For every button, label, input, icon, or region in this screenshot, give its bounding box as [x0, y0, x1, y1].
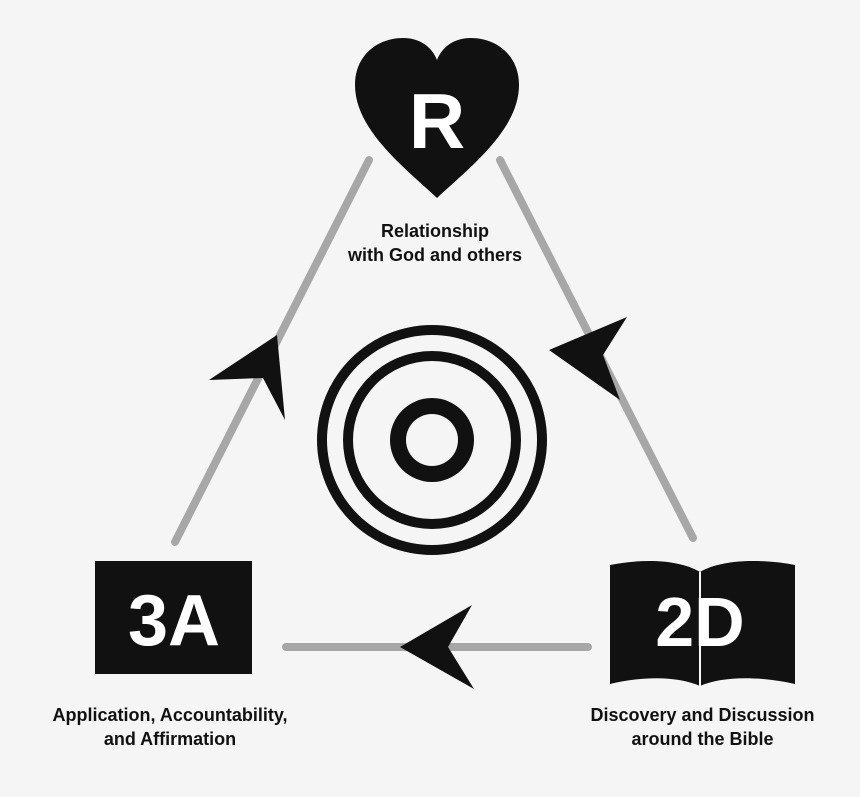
badge-2d-text: 2D: [655, 583, 744, 661]
relationship-caption: Relationship with God and others: [300, 219, 570, 267]
square-icon: [95, 561, 252, 674]
application-caption-line2: and Affirmation: [103, 729, 237, 749]
discovery-caption: Discovery and Discussion around the Bibl…: [560, 703, 845, 751]
application-caption: Application, Accountability, and Affirma…: [10, 703, 330, 751]
discovery-caption-line2: around the Bible: [631, 729, 774, 749]
relationship-caption-line2: with God and others: [348, 245, 522, 265]
relationship-caption-line1: Relationship: [380, 221, 489, 241]
arrowhead-icon: [400, 605, 474, 689]
application-caption-line1: Application, Accountability,: [52, 705, 288, 725]
open-book-icon: [610, 560, 795, 686]
arrowhead-icon: [209, 335, 285, 420]
discovery-caption-line1: Discovery and Discussion: [590, 705, 815, 725]
badge-3a-text: 3A: [128, 581, 220, 661]
heart-icon: [355, 38, 519, 198]
target-icon: [317, 325, 547, 555]
badge-r-text: R: [409, 77, 465, 165]
arrowhead-icon: [549, 317, 627, 400]
